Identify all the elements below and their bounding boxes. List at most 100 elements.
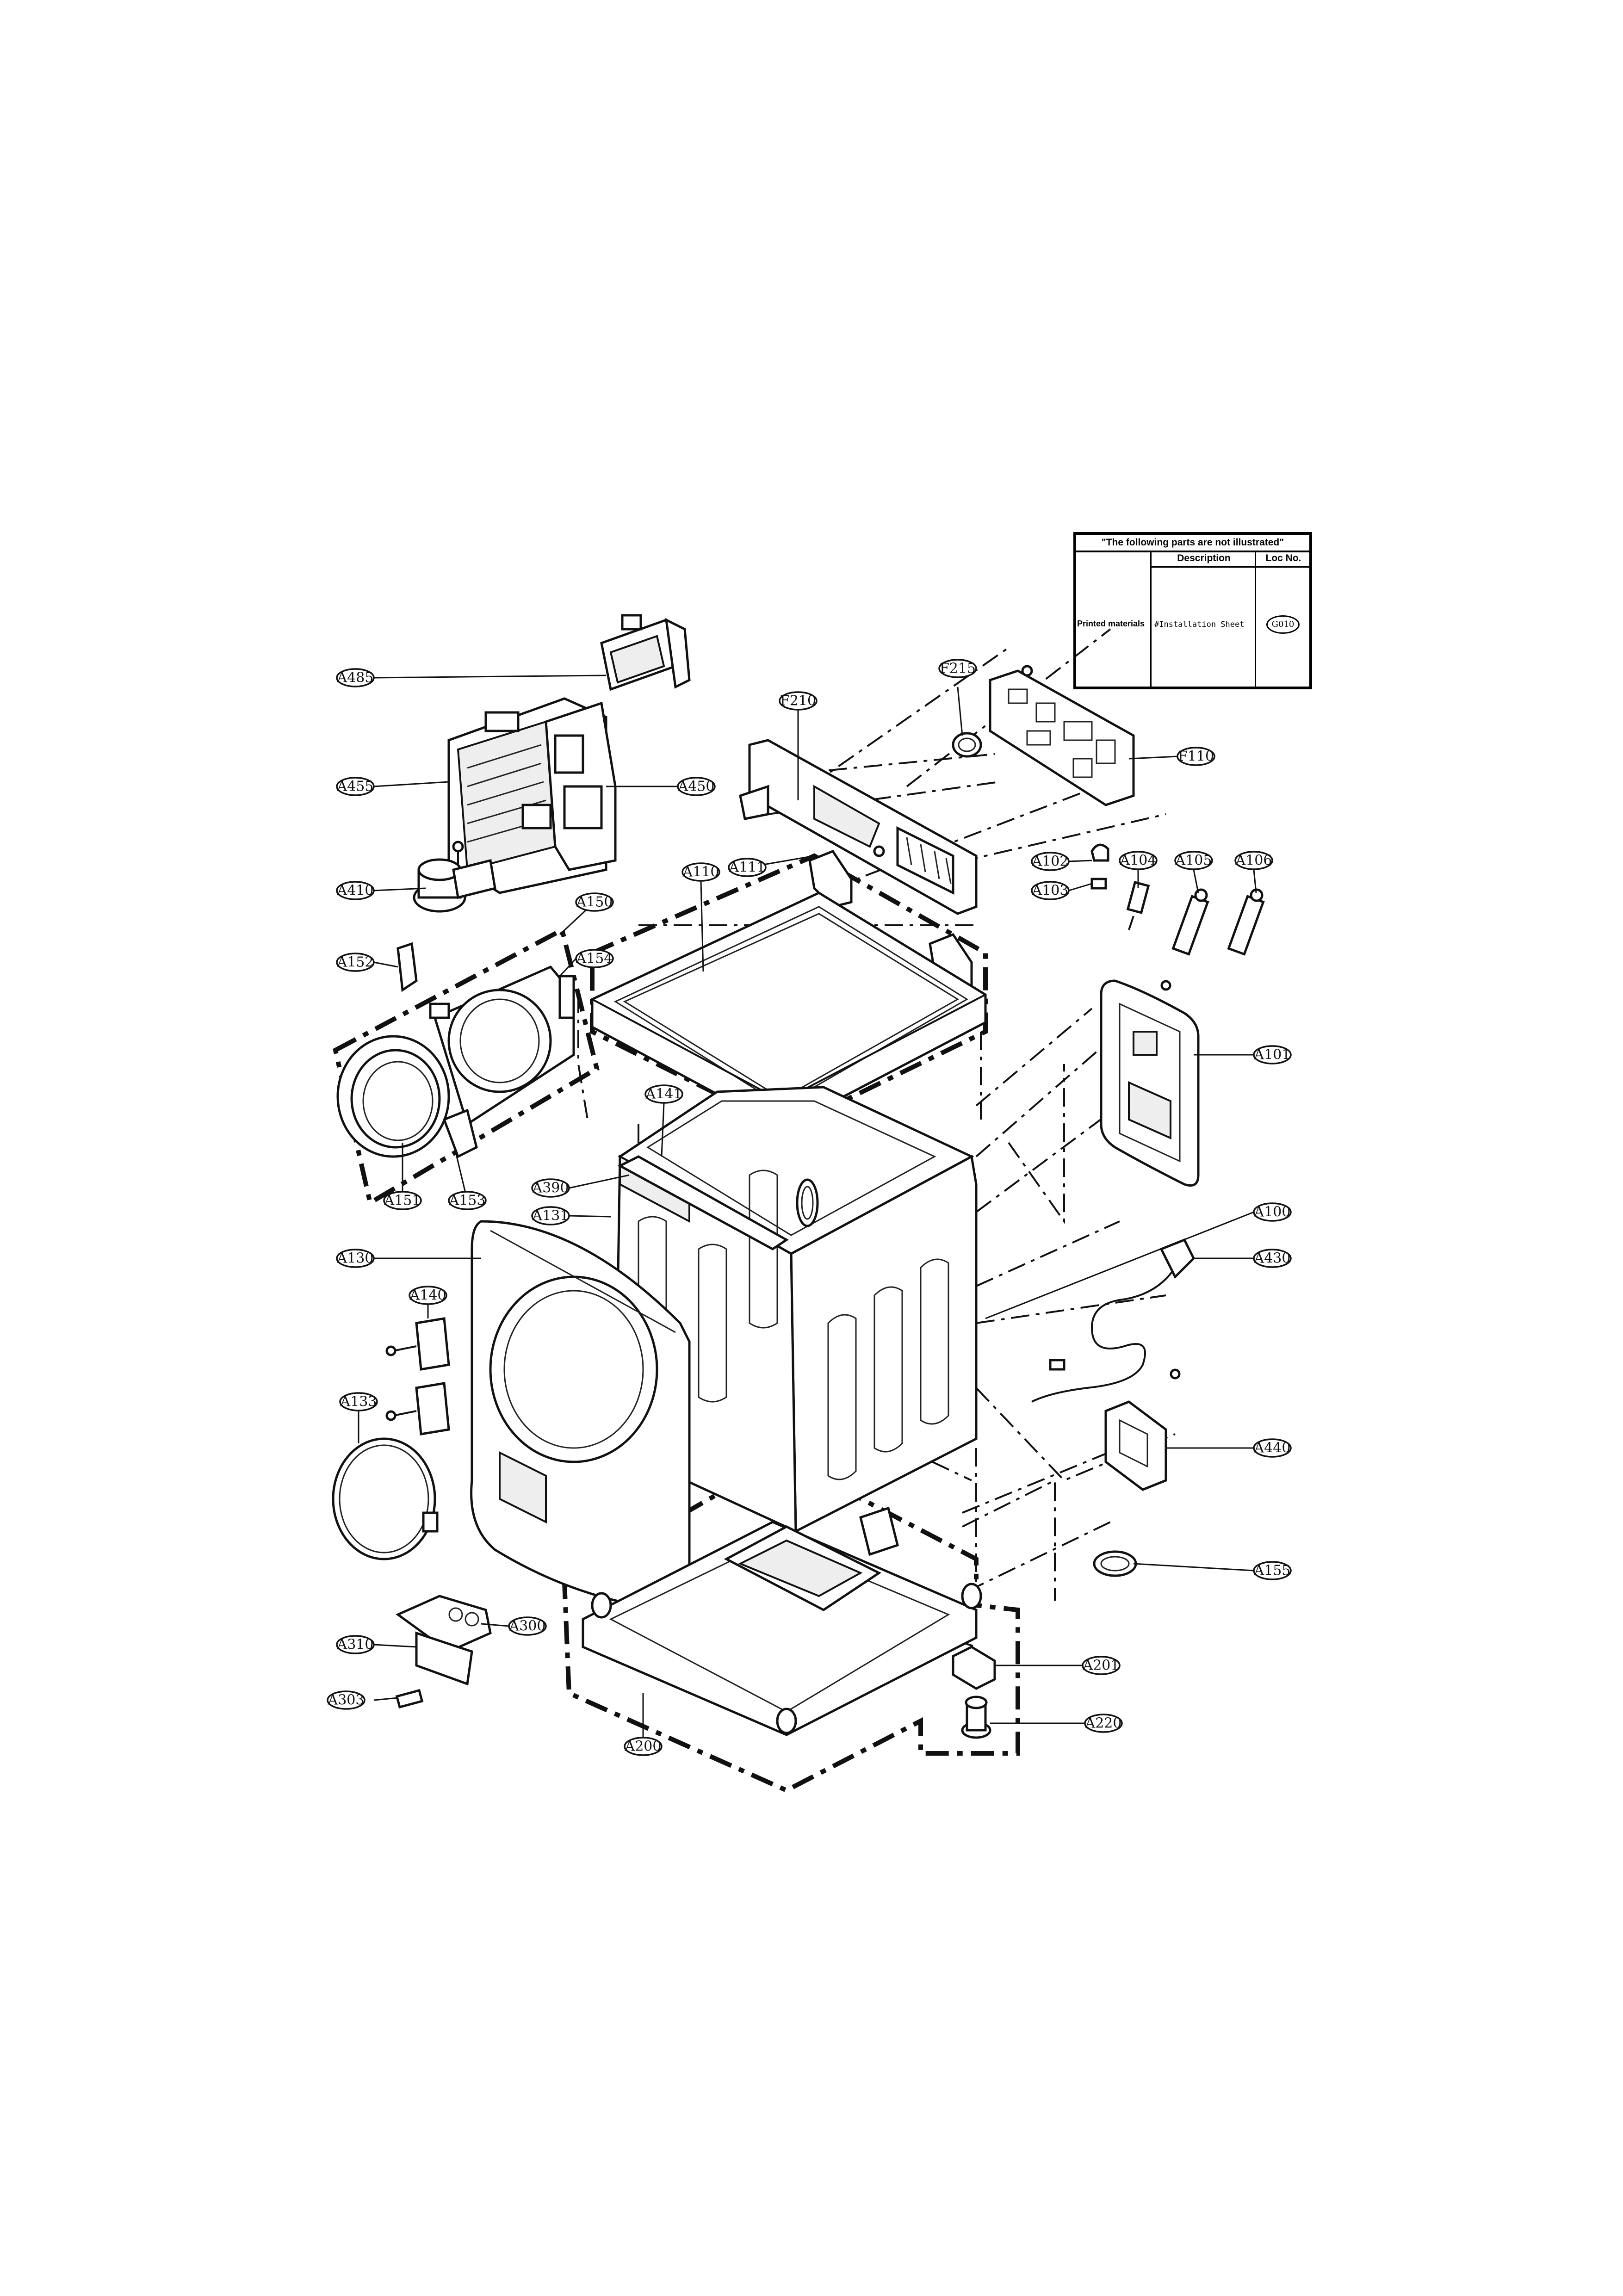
svg-text:A111: A111	[729, 860, 766, 876]
svg-text:A101: A101	[1254, 1047, 1291, 1063]
table-header-loc: Loc No.	[1255, 551, 1311, 568]
tag-a140: A140	[409, 1286, 447, 1305]
tag-a130: A130	[336, 1249, 375, 1268]
part-a201-a220	[952, 1646, 996, 1739]
svg-text:A430: A430	[1254, 1250, 1291, 1267]
svg-text:A103: A103	[1032, 883, 1069, 899]
tag-a106: A106	[1234, 851, 1273, 870]
tag-f215: F215	[938, 659, 977, 678]
svg-text:A220: A220	[1085, 1715, 1122, 1732]
part-a200	[582, 1506, 982, 1736]
part-a390	[617, 1155, 789, 1250]
tag-a485: A485	[336, 668, 375, 687]
part-a101	[1100, 979, 1200, 1187]
svg-text:A152: A152	[337, 954, 374, 971]
svg-text:A105: A105	[1175, 853, 1212, 869]
svg-text:A485: A485	[337, 670, 374, 686]
table-cell-description: #Installation Sheet	[1150, 567, 1256, 687]
svg-text:A133: A133	[340, 1394, 377, 1410]
svg-text:F210: F210	[780, 693, 816, 709]
tag-a110: A110	[681, 862, 720, 882]
part-a485	[600, 614, 691, 691]
tag-a310: A310	[336, 1635, 375, 1654]
tag-a102: A102	[1031, 852, 1070, 871]
tag-a111: A111	[728, 858, 767, 877]
svg-text:A310: A310	[337, 1637, 374, 1653]
tag-a300: A300	[508, 1616, 547, 1636]
svg-text:A150: A150	[576, 894, 613, 910]
tag-a104: A104	[1119, 851, 1158, 870]
tag-a141: A141	[644, 1084, 683, 1104]
tag-a440: A440	[1253, 1438, 1292, 1458]
tag-a101: A101	[1253, 1045, 1292, 1064]
part-f110	[989, 665, 1135, 806]
svg-text:A151: A151	[384, 1193, 421, 1209]
tag-a133: A133	[339, 1392, 378, 1411]
table-header-description: Description	[1150, 551, 1256, 568]
table-cell-category: Printed materials	[1076, 567, 1150, 687]
not-illustrated-table: "The following parts are not illustrated…	[1073, 532, 1312, 689]
part-a455-a450	[447, 697, 617, 894]
tag-a450: A450	[677, 777, 716, 796]
svg-text:A303: A303	[328, 1692, 365, 1708]
table-loc-tag: G010	[1266, 615, 1300, 634]
part-a130	[470, 1220, 691, 1611]
svg-text:A201: A201	[1083, 1658, 1120, 1674]
tag-a100: A100	[1253, 1202, 1292, 1222]
tag-a430: A430	[1253, 1249, 1292, 1268]
tag-a155: A155	[1253, 1561, 1292, 1580]
part-a410	[413, 841, 496, 913]
table-description: #Installation Sheet	[1154, 620, 1245, 629]
tag-a105: A105	[1174, 851, 1213, 870]
tag-a103: A103	[1031, 881, 1070, 900]
tag-a220: A220	[1084, 1714, 1123, 1733]
svg-text:A154: A154	[576, 951, 613, 967]
table-title: "The following parts are not illustrated…	[1076, 535, 1309, 552]
tag-f210: F210	[779, 691, 818, 711]
svg-text:A200: A200	[625, 1739, 662, 1755]
tag-a152: A152	[336, 953, 375, 972]
part-a152	[396, 942, 418, 992]
svg-text:A104: A104	[1120, 853, 1157, 869]
part-a303	[395, 1689, 424, 1709]
tag-a303: A303	[327, 1690, 365, 1710]
svg-text:A140: A140	[409, 1287, 446, 1304]
part-a151-a150	[336, 965, 575, 1158]
tag-a410: A410	[336, 881, 375, 900]
table-cell-loc: G010	[1255, 567, 1311, 687]
part-a140	[385, 1317, 450, 1436]
svg-text:F215: F215	[940, 661, 976, 677]
svg-text:F110: F110	[1178, 749, 1214, 765]
svg-text:A106: A106	[1235, 853, 1272, 869]
svg-text:A390: A390	[532, 1180, 569, 1196]
svg-text:A410: A410	[337, 883, 374, 899]
svg-text:A440: A440	[1254, 1440, 1291, 1456]
svg-text:A110: A110	[682, 864, 719, 880]
part-a300-a310	[396, 1595, 492, 1686]
tag-a154: A154	[575, 949, 614, 968]
leader-lines	[358, 675, 1257, 1737]
tag-f110: F110	[1177, 747, 1215, 766]
svg-text:A455: A455	[337, 779, 374, 795]
table-category: Printed materials	[1077, 619, 1145, 628]
svg-text:A155: A155	[1254, 1563, 1291, 1579]
part-f215	[952, 732, 982, 758]
tag-a201: A201	[1082, 1656, 1121, 1675]
svg-text:A450: A450	[678, 779, 715, 795]
svg-text:A131: A131	[532, 1208, 569, 1224]
tag-a455: A455	[336, 777, 375, 796]
svg-text:A130: A130	[337, 1250, 374, 1267]
part-a104-a105-a106	[1126, 881, 1265, 956]
tag-a390: A390	[531, 1178, 570, 1198]
part-f210	[739, 739, 978, 915]
part-a133	[332, 1437, 439, 1560]
tag-a150: A150	[575, 892, 614, 912]
tag-a151: A151	[383, 1191, 422, 1210]
tag-a200: A200	[624, 1737, 663, 1756]
part-tags: A485 A455 A450 A410 A150 A152 A154 A151 …	[327, 659, 1292, 1756]
svg-text:A300: A300	[509, 1618, 546, 1634]
part-a155	[1093, 1550, 1137, 1577]
tag-a131: A131	[531, 1206, 570, 1225]
tag-a153: A153	[448, 1191, 487, 1210]
